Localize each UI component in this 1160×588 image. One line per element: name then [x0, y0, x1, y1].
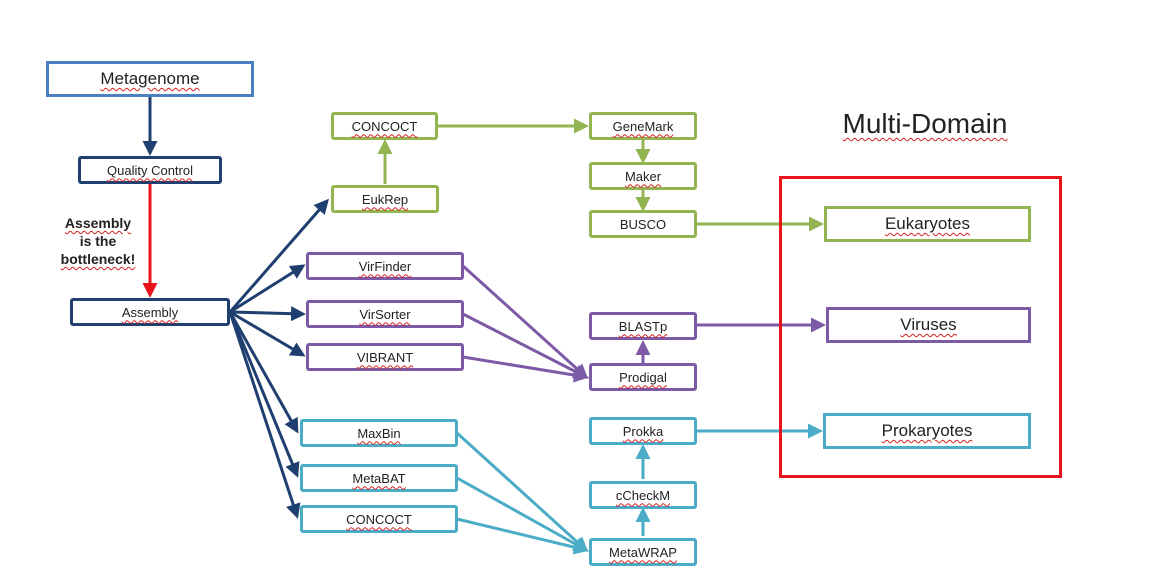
edge-assembly-vibrant [229, 310, 306, 357]
node-quality-control-label: Quality Control [107, 162, 193, 178]
node-checkm-label: cCheckM [615, 487, 671, 503]
bottleneck-line-1: Assembly [64, 215, 132, 231]
node-prodigal-label: Prodigal [619, 369, 667, 385]
node-busco-label: BUSCO [619, 216, 667, 232]
node-vibrant-label: VIBRANT [356, 349, 414, 365]
node-virfinder-label: VirFinder [358, 258, 412, 274]
node-eukaryotes: Eukaryotes [824, 206, 1031, 242]
node-busco: BUSCO [589, 210, 697, 238]
edge-vibrant-prodigal [462, 355, 589, 383]
node-blastp: BLASTp [589, 312, 697, 340]
node-prokka-label: Prokka [622, 423, 664, 439]
node-blastp-label: BLASTp [618, 318, 668, 334]
node-eukaryotes-label: Eukaryotes [884, 214, 971, 233]
edge-virsorter-prodigal [462, 312, 589, 379]
node-metagenome-label: Metagenome [100, 69, 200, 88]
node-metawrap-label: MetaWRAP [609, 544, 677, 560]
node-concoct-prok: CONCOCT [300, 505, 458, 533]
node-maker-label: Maker [624, 168, 662, 184]
node-checkm: cCheckM [589, 481, 697, 509]
edge-maxbin-metawrap [455, 431, 589, 553]
node-vibrant: VIBRANT [306, 343, 464, 371]
node-viruses: Viruses [826, 307, 1031, 343]
edge-assembly-eukrep [228, 198, 329, 313]
node-prokaryotes-label: Prokaryotes [881, 421, 973, 440]
edge-assembly-concoct-prok [228, 311, 301, 519]
multi-domain-title-label: Multi-Domain [842, 108, 1008, 139]
node-prodigal: Prodigal [589, 363, 697, 391]
node-eukrep: EukRep [331, 185, 439, 213]
edge-virfinder-prodigal [461, 264, 589, 380]
edge-assembly-metabat [228, 311, 300, 478]
edge-assembly-virsorter [229, 306, 306, 322]
node-prokka: Prokka [589, 417, 697, 445]
node-genemark-label: GeneMark [612, 118, 674, 134]
edge-concoct-metawrap [456, 517, 589, 555]
multi-domain-box [779, 176, 1062, 478]
node-metawrap: MetaWRAP [589, 538, 697, 566]
edge-assembly-virfinder [229, 264, 306, 314]
node-quality-control: Quality Control [78, 156, 222, 184]
node-assembly: Assembly [70, 298, 230, 326]
node-genemark: GeneMark [589, 112, 697, 140]
node-maxbin-label: MaxBin [357, 425, 401, 441]
node-virsorter: VirSorter [306, 300, 464, 328]
node-maxbin: MaxBin [300, 419, 458, 447]
node-concoct-euk: CONCOCT [331, 112, 438, 140]
edge-assembly-maxbin [228, 311, 299, 434]
node-eukrep-label: EukRep [361, 191, 409, 207]
node-maker: Maker [589, 162, 697, 190]
node-viruses-label: Viruses [900, 315, 957, 334]
node-metagenome: Metagenome [46, 61, 254, 97]
bottleneck-line-2: is the [79, 233, 117, 249]
node-metabat: MetaBAT [300, 464, 458, 492]
multi-domain-title: Multi-Domain [780, 108, 1070, 140]
node-virsorter-label: VirSorter [359, 306, 411, 322]
node-concoct-euk-label: CONCOCT [351, 118, 418, 134]
bottleneck-note: Assembly is the bottleneck! [50, 214, 146, 268]
node-virfinder: VirFinder [306, 252, 464, 280]
node-prokaryotes: Prokaryotes [823, 413, 1031, 449]
edge-metabat-metawrap [456, 476, 589, 552]
node-concoct-prok-label: CONCOCT [346, 511, 412, 527]
node-metabat-label: MetaBAT [352, 470, 406, 486]
node-assembly-label: Assembly [121, 304, 179, 320]
bottleneck-line-3: bottleneck! [60, 251, 136, 267]
